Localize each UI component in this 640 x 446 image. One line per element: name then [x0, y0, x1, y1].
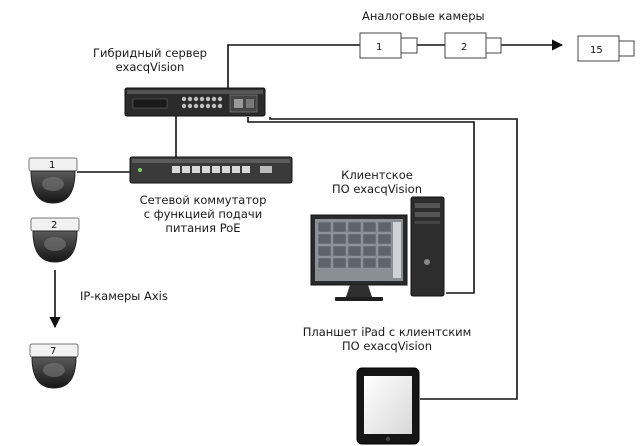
client-monitor: [310, 214, 408, 301]
ip-camera-7: 7: [29, 343, 79, 389]
client-tower: [410, 196, 445, 297]
hybrid-server-label: Гибридный сервер exacqVision: [80, 46, 220, 74]
cables: [49, 39, 564, 400]
analog-camera-1: 1: [359, 32, 418, 59]
switch-ports: [172, 166, 250, 173]
hybrid-server-device: [124, 87, 266, 117]
poe-switch-device: [129, 156, 293, 184]
ip-camera-1: 1: [28, 157, 78, 204]
ip-camera-2-number: 2: [51, 220, 57, 231]
analog-camera-15: 15: [577, 35, 635, 62]
switch-label-line1: Сетевой коммутатор: [139, 193, 267, 207]
switch-label-line3: питания PoE: [165, 221, 241, 235]
analog-camera-15-number: 15: [590, 45, 603, 56]
client-software-label-line2: ПО exacqVision: [331, 182, 423, 196]
ipad-label: Планшет iPad с клиентским ПО exacqVision: [282, 325, 492, 353]
ipad-tablet: [356, 367, 420, 445]
client-software-label: Клиентское ПО exacqVision: [312, 168, 442, 196]
ip-camera-2: 2: [30, 217, 80, 263]
analog-camera-1-number: 1: [376, 42, 382, 53]
ipad-label-line1: Планшет iPad с клиентским: [302, 325, 472, 339]
analog-camera-2: 2: [444, 32, 502, 59]
ipad-label-line2: ПО exacqVision: [341, 339, 433, 353]
cable-server-ipad: [269, 117, 518, 400]
ip-camera-7-number: 7: [50, 346, 56, 357]
ip-cameras-label: IP-камеры Axis: [80, 289, 168, 303]
switch-label: Сетевой коммутатор с функцией подачи пит…: [128, 193, 278, 235]
analog-camera-2-number: 2: [461, 42, 467, 53]
client-software-label-line1: Клиентское: [341, 168, 413, 182]
hybrid-server-label-line1: Гибридный сервер: [93, 46, 207, 60]
analog-cameras-label: Аналоговые камеры: [362, 9, 485, 23]
cable-server-analog: [227, 44, 360, 88]
ip-camera-1-number: 1: [49, 160, 55, 171]
cable-server-pc: [247, 117, 475, 294]
hybrid-server-label-line2: exacqVision: [115, 60, 185, 74]
server-connector-panel: [181, 96, 223, 109]
video-wall-tiles: [317, 221, 392, 269]
switch-label-line2: с функцией подачи: [143, 207, 263, 221]
